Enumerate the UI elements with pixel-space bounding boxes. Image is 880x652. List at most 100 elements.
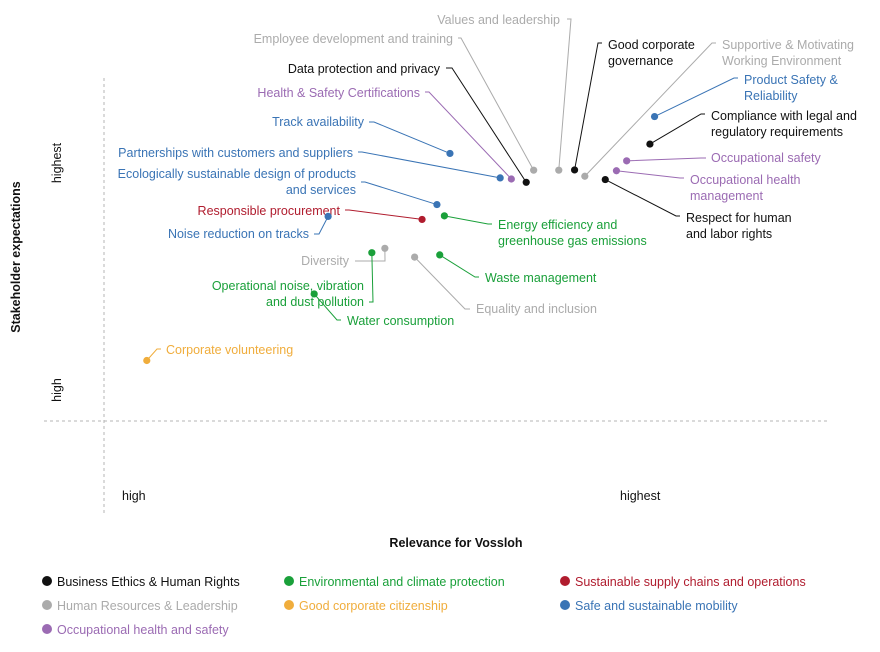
leader-line	[358, 151, 501, 179]
legend-item-env: Environmental and climate protection	[284, 575, 505, 589]
leader-line	[616, 170, 684, 179]
data-point-dot	[581, 172, 589, 180]
x-tick-highest: highest	[620, 489, 661, 503]
point-employee-development-and-training: Employee development and training	[254, 32, 538, 174]
data-point-dot	[310, 290, 318, 298]
x-axis-label: Relevance for Vossloh	[389, 536, 522, 550]
data-point-label: Product Safety &Reliability	[744, 73, 838, 103]
legend-label: Occupational health and safety	[57, 623, 229, 637]
leader-line	[361, 181, 438, 206]
data-point-label: Diversity	[301, 254, 350, 268]
legend-item-business: Business Ethics & Human Rights	[42, 575, 240, 589]
legend-item-hr: Human Resources & Leadership	[42, 599, 238, 613]
data-point-dot	[555, 166, 563, 174]
data-point-dot	[612, 167, 621, 175]
y-axis-label: Stakeholder expectations	[9, 181, 23, 332]
leader-line	[654, 77, 738, 118]
data-point-dot	[570, 166, 579, 174]
leader-line	[584, 42, 716, 177]
point-water-consumption: Water consumption	[310, 290, 454, 328]
leader-line	[414, 256, 470, 310]
leader-line	[313, 293, 341, 321]
data-point-dot	[143, 356, 151, 365]
y-tick-high: high	[50, 378, 64, 402]
leader-line	[369, 121, 451, 154]
point-values-and-leadership: Values and leadership	[437, 13, 572, 174]
data-point-dot	[623, 157, 631, 165]
data-point-label: Data protection and privacy	[288, 62, 441, 76]
data-point-dot	[446, 149, 454, 158]
leader-line	[439, 254, 479, 278]
point-data-protection-and-privacy: Data protection and privacy	[288, 62, 530, 186]
data-point-label: Track availability	[272, 115, 365, 129]
point-equality-and-inclusion: Equality and inclusion	[411, 253, 597, 316]
legend-item-ohs: Occupational health and safety	[42, 623, 229, 637]
legend-swatch	[42, 576, 52, 586]
data-point-dot	[436, 251, 444, 259]
data-point-label: Health & Safety Certifications	[257, 86, 420, 100]
legend-swatch	[560, 576, 570, 586]
data-point-dot	[433, 200, 441, 209]
leader-line	[146, 348, 161, 361]
axes: Stakeholder expectations high highest hi…	[9, 78, 828, 550]
data-point-dot	[601, 175, 609, 184]
legend-swatch	[284, 600, 294, 610]
data-point-dot	[440, 212, 448, 220]
leader-line	[605, 179, 680, 217]
point-occupational-safety: Occupational safety	[623, 151, 822, 165]
data-point-label: Ecologically sustainable design of produ…	[118, 167, 356, 197]
legend-item-mobility: Safe and sustainable mobility	[560, 599, 738, 613]
point-partnerships-with-customers-and-suppliers: Partnerships with customers and supplier…	[118, 146, 504, 182]
legend-swatch	[284, 576, 294, 586]
legend-swatch	[560, 600, 570, 610]
legend-item-citizen: Good corporate citizenship	[284, 599, 448, 613]
legend-label: Good corporate citizenship	[299, 599, 448, 613]
y-tick-highest: highest	[50, 142, 64, 183]
data-point-dot	[324, 212, 332, 220]
data-point-dot	[418, 215, 426, 224]
data-point-dot	[522, 178, 530, 186]
point-track-availability: Track availability	[272, 115, 454, 158]
leader-line	[446, 67, 527, 183]
point-product-safety-reliability: Product Safety &Reliability	[650, 73, 838, 121]
point-ecologically-sustainable-design-of-products-and-services: Ecologically sustainable design of produ…	[118, 167, 441, 209]
data-point-label: Values and leadership	[437, 13, 560, 27]
data-point-dot	[368, 249, 376, 257]
legend-label: Environmental and climate protection	[299, 575, 505, 589]
legend-swatch	[42, 624, 52, 634]
leader-line	[649, 113, 705, 145]
point-corporate-volunteering: Corporate volunteering	[143, 343, 293, 365]
leader-line	[314, 216, 329, 235]
data-point-dot	[496, 174, 504, 182]
data-point-dot	[381, 244, 389, 252]
leader-line	[425, 91, 512, 180]
data-point-dot	[530, 166, 538, 174]
x-tick-high: high	[122, 489, 146, 503]
data-point-label: Employee development and training	[254, 32, 453, 46]
data-point-label: Waste management	[485, 271, 597, 285]
data-point-label: Partnerships with customers and supplier…	[118, 146, 353, 160]
point-health-safety-certifications: Health & Safety Certifications	[257, 86, 515, 183]
leader-line	[369, 252, 374, 303]
legend-item-supply: Sustainable supply chains and operations	[560, 575, 806, 589]
leader-line	[355, 248, 386, 262]
leader-line	[345, 209, 423, 220]
point-responsible-procurement: Responsible procurement	[198, 204, 426, 224]
leader-line	[558, 18, 572, 171]
leader-line	[444, 215, 492, 225]
legend-label: Safe and sustainable mobility	[575, 599, 738, 613]
